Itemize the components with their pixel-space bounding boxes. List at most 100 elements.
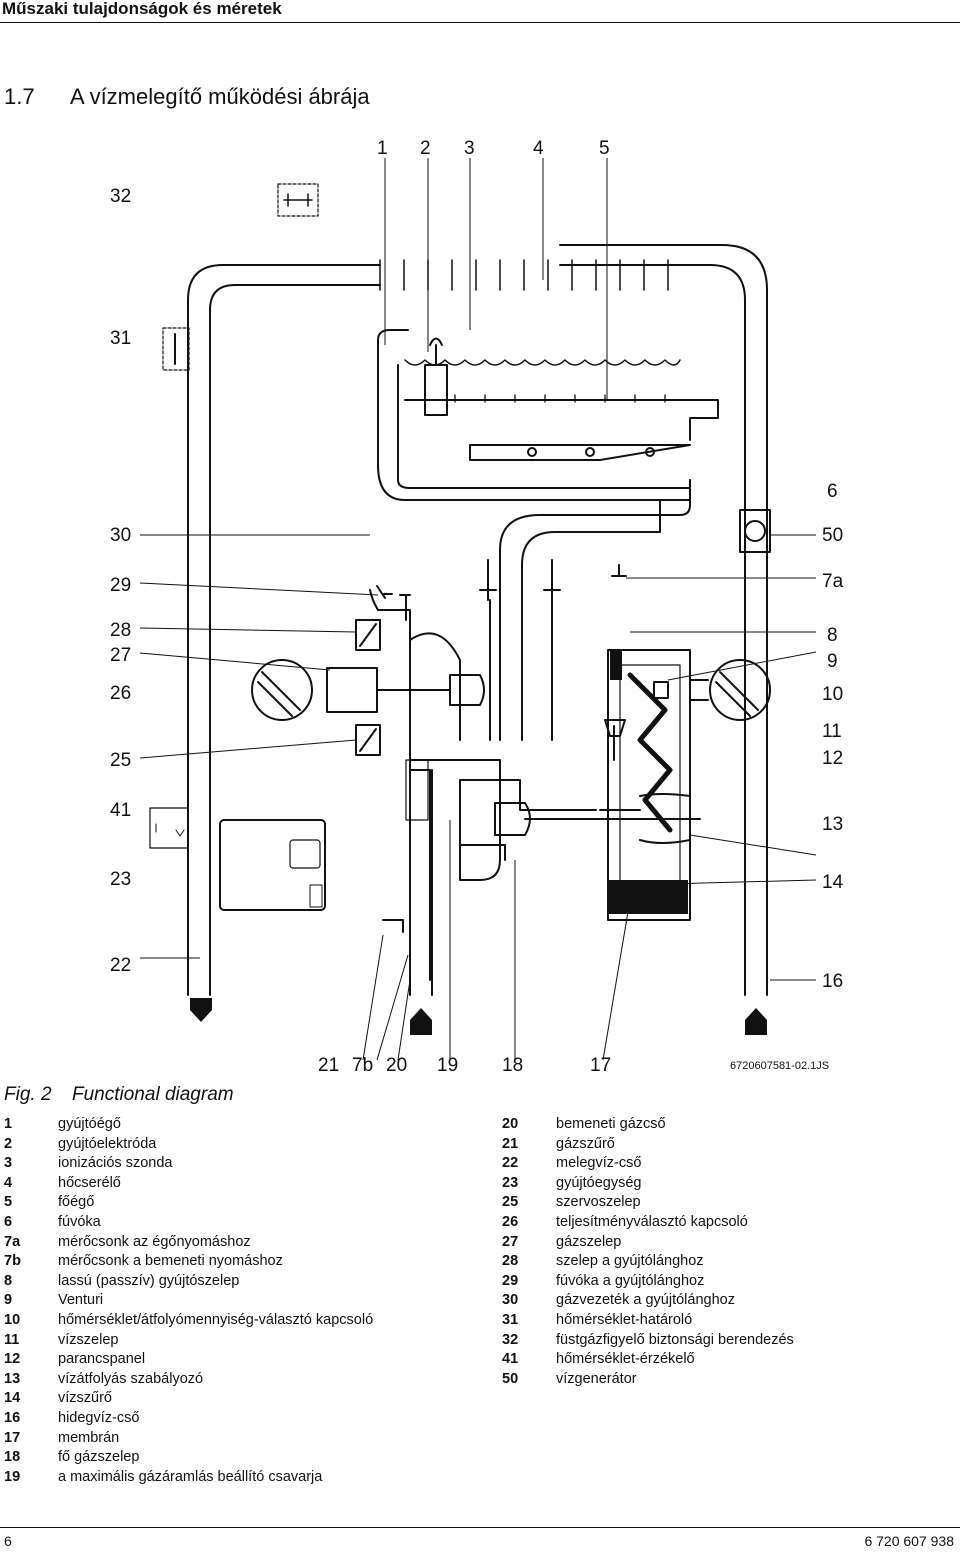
legend-key: 21 (502, 1135, 519, 1152)
legend-text: bemeneti gázcső (556, 1116, 666, 1132)
legend-key: 4 (4, 1174, 13, 1191)
inlet-arrow-left (410, 1008, 432, 1035)
legend-key: 41 (502, 1351, 519, 1368)
legend-key: 17 (4, 1429, 21, 1446)
legend-text: hőcserélő (58, 1174, 121, 1191)
label-3: 3 (464, 138, 475, 159)
hot-water-pipe (187, 264, 381, 996)
legend-text: hőmérséklet-határoló (556, 1311, 693, 1328)
legend-item: 16 hidegvíz-cső (4, 1409, 373, 1429)
legend-text: hőmérséklet-érzékelő (556, 1351, 695, 1368)
legend-item: 17 membrán (4, 1429, 373, 1449)
gas-manifold (499, 479, 691, 741)
legend-item: 12 parancspanel (4, 1350, 373, 1370)
water-generator (739, 509, 771, 553)
legend-key: 28 (502, 1253, 519, 1270)
temperature-flow-knob (709, 659, 771, 721)
label-1: 1 (377, 138, 388, 159)
legend-key: 25 (502, 1194, 519, 1211)
label-16: 16 (822, 971, 843, 992)
legend-text: gyújtóégő (58, 1116, 121, 1132)
legend-item: 3 ionizációs szonda (4, 1154, 373, 1174)
legend-text: mérőcsonk az égőnyomáshoz (58, 1233, 251, 1250)
legend-key: 2 (4, 1135, 13, 1152)
label-21: 21 (318, 1055, 339, 1076)
legend-text: vízgenerátor (556, 1370, 637, 1387)
label-50: 50 (822, 525, 843, 546)
legend-key: 9 (4, 1292, 13, 1309)
legend-key: 12 (4, 1351, 21, 1368)
label-13: 13 (822, 814, 843, 835)
legend-text: szelep a gyújtólánghoz (556, 1253, 704, 1270)
legend-key: 1 (4, 1116, 13, 1132)
legend-key: 16 (4, 1409, 21, 1426)
label-29: 29 (110, 575, 131, 596)
label-7a: 7a (822, 571, 844, 592)
label-14: 14 (822, 872, 844, 893)
label-32: 32 (110, 186, 131, 207)
document-number: 6 720 607 938 (864, 1533, 954, 1549)
label-26: 26 (110, 683, 131, 704)
legend-text: vízszelep (58, 1331, 119, 1348)
figure-code: 6720607581-02.1JS (730, 1060, 829, 1072)
temperature-sensor (149, 807, 189, 849)
legend-key: 5 (4, 1194, 13, 1211)
legend-text: ionizációs szonda (58, 1155, 173, 1172)
legend-text: vízszűrő (58, 1390, 112, 1407)
legend-text: parancspanel (58, 1351, 146, 1368)
legend-text: hidegvíz-cső (58, 1409, 140, 1426)
legend-item: 28 szelep a gyújtólánghoz (502, 1252, 794, 1272)
legend-item: 26 teljesítményválasztó kapcsoló (502, 1213, 794, 1233)
section-number: 1.7 (4, 84, 35, 109)
figure-title: Functional diagram (72, 1084, 234, 1105)
legend-text: gázszelep (556, 1233, 622, 1250)
legend-text: teljesítményválasztó kapcsoló (556, 1213, 748, 1230)
label-17: 17 (590, 1055, 611, 1076)
legend-key: 22 (502, 1155, 519, 1172)
label-41: 41 (110, 800, 131, 821)
pilot-gas-line (479, 559, 561, 601)
legend-text: gyújtóelektróda (58, 1135, 157, 1152)
legend-key: 18 (4, 1449, 21, 1466)
legend-key: 6 (4, 1213, 13, 1230)
legend-key: 3 (4, 1155, 13, 1172)
legend-key: 10 (4, 1311, 21, 1328)
label-20: 20 (386, 1055, 407, 1076)
legend-key: 11 (4, 1331, 20, 1348)
legend-item: 41 hőmérséklet-érzékelő (502, 1350, 794, 1370)
page-number: 6 (4, 1533, 12, 1549)
main-burner (377, 329, 719, 501)
legend-left: 1 gyújtóégő 2 gyújtóelektróda 3 ionizációs … (4, 1115, 373, 1487)
legend-item: 2 gyújtóelektróda (4, 1135, 373, 1155)
legend-text: gázvezeték a gyújtólánghoz (556, 1292, 735, 1309)
label-31: 31 (110, 328, 131, 349)
legend-text: vízátfolyás szabályozó (58, 1370, 204, 1387)
legend-key: 32 (502, 1331, 519, 1348)
legend-text: lassú (passzív) gyújtószelep (58, 1272, 240, 1289)
label-9: 9 (827, 651, 838, 672)
inlet-arrow-cold (745, 1008, 767, 1035)
ignition-unit (219, 819, 326, 911)
gas-inlet-pipe (409, 769, 433, 996)
legend-key: 26 (502, 1213, 519, 1230)
legend-item: 11 vízszelep (4, 1331, 373, 1351)
legend-text: membrán (58, 1429, 120, 1446)
legend-key: 30 (502, 1292, 519, 1309)
